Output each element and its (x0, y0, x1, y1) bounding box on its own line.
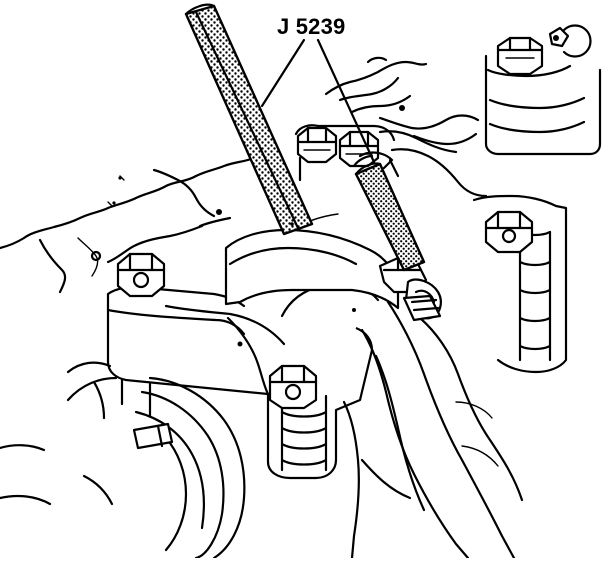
crankshaft-seal (0, 361, 246, 560)
hex-bolt-front-left (116, 252, 166, 298)
hex-bolt-front-right (268, 364, 328, 472)
callout-leader-lines (260, 38, 376, 164)
crank-journal (224, 213, 400, 310)
center-rear-cap (294, 124, 488, 198)
casting-mark (112, 201, 116, 205)
hex-bolt-right (484, 210, 534, 254)
hex-bolt-center-left (296, 126, 338, 164)
casting-mark (290, 222, 294, 226)
guide-rod-tool-lower (352, 151, 426, 272)
hex-bolt-top-right (496, 36, 544, 76)
connecting-rod (342, 300, 524, 560)
casting-mark (118, 176, 122, 180)
upper-right-bearing-cap (484, 24, 602, 156)
rod-nut (378, 256, 442, 322)
guide-rod-tool (184, 3, 314, 236)
engine-block-outline (0, 56, 480, 294)
tool-callout-label: J 5239 (277, 14, 346, 39)
